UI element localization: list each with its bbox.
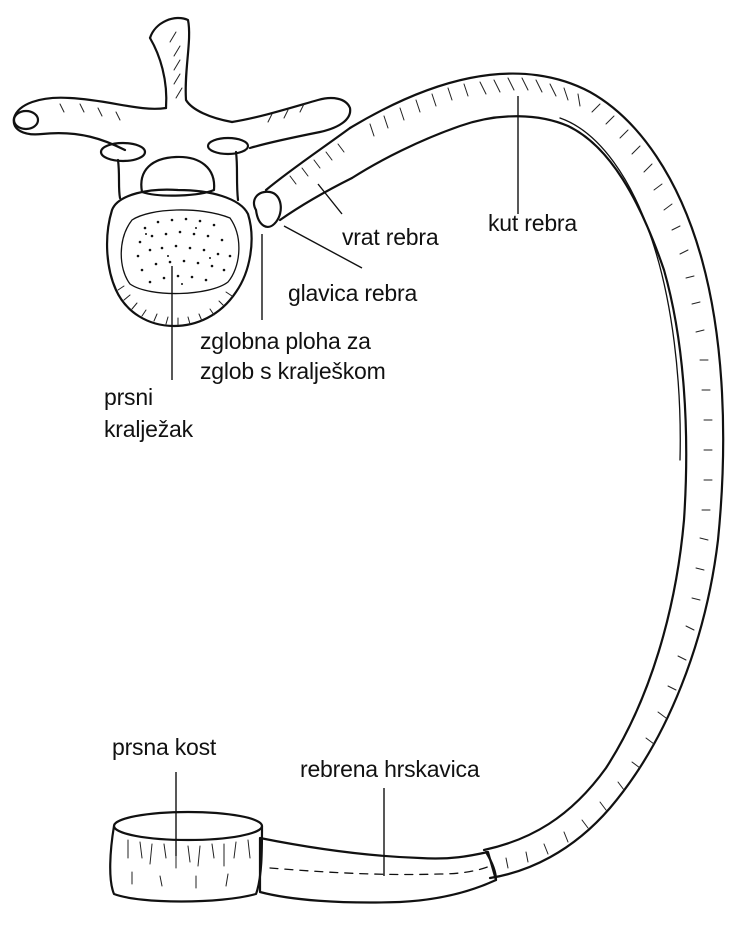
label-zglobna-ploha-line2: zglob s kralješkom	[200, 358, 386, 385]
cancellous-bone-texture	[137, 218, 232, 285]
label-prsna-kost: prsna kost	[112, 734, 216, 761]
rib-neck-upper	[266, 128, 350, 190]
label-kut-rebra: kut rebra	[488, 210, 577, 237]
label-prsni-kraljezak-line2: kralježak	[104, 416, 193, 443]
label-rebrena-hrskavica: rebrena hrskavica	[300, 756, 479, 783]
rib-hatching	[370, 78, 712, 868]
left-articular-facet	[101, 143, 145, 161]
sternum	[110, 812, 262, 902]
right-articular-facet	[208, 138, 248, 154]
rib-head	[254, 192, 281, 227]
label-vrat-rebra: vrat rebra	[342, 224, 438, 251]
label-glavica-rebra: glavica rebra	[288, 280, 417, 307]
label-prsni-kraljezak-line1: prsni	[104, 384, 153, 411]
costal-cartilage	[260, 838, 496, 903]
label-zglobna-ploha-line1: zglobna ploha za	[200, 328, 371, 355]
